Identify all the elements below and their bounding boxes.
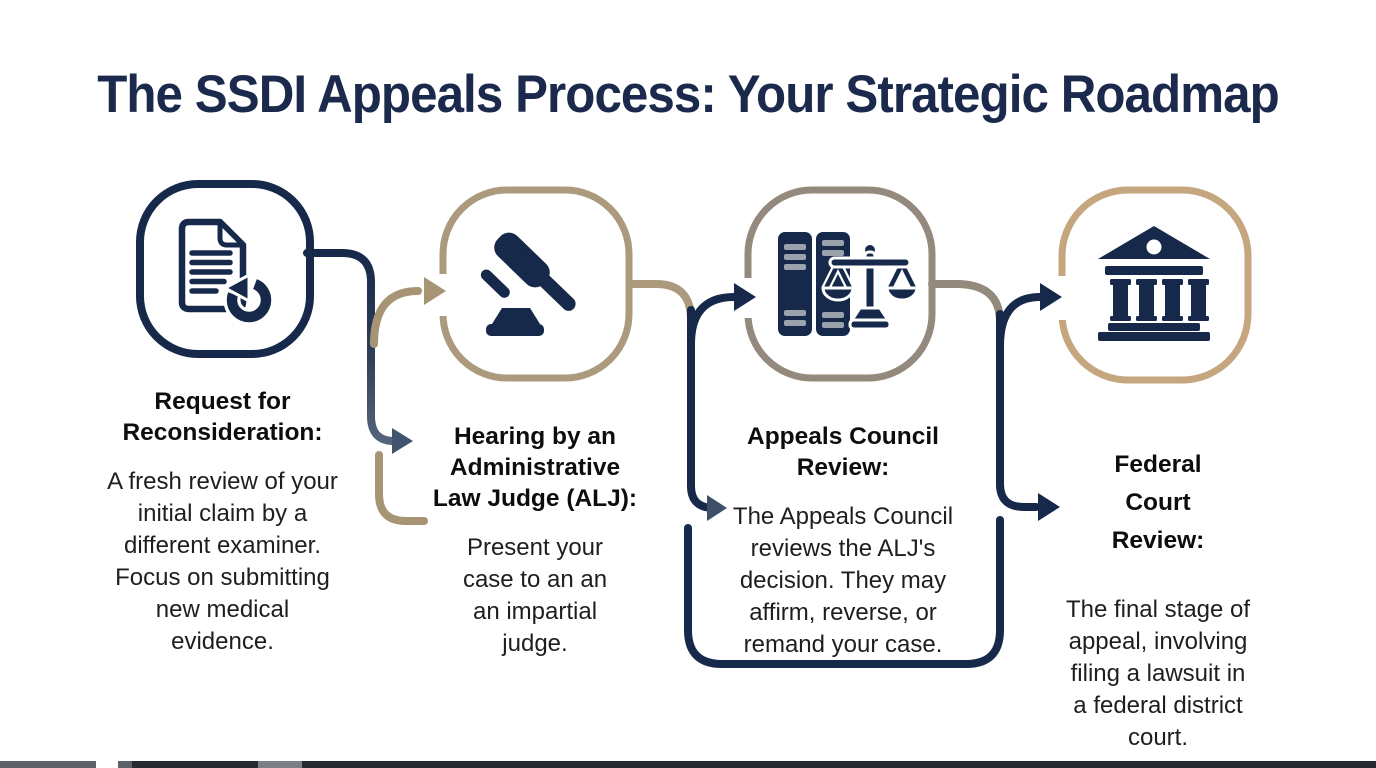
stage-2-card: Hearing by an Administrative Law Judge (… — [405, 403, 665, 678]
stage-3-card: Appeals Council Review: The Appeals Coun… — [700, 403, 986, 679]
connector-line — [375, 451, 428, 525]
stage-4-description: The final stage of appeal, involving fil… — [1065, 596, 1251, 751]
connector-stage3-to-stage4 — [928, 280, 1062, 521]
bottom-border-strip — [0, 761, 1376, 768]
connector-line — [626, 280, 695, 324]
stage-1-card: Request for Reconsideration: A fresh rev… — [85, 368, 360, 676]
arrowhead-to-stage4-text — [1038, 493, 1060, 521]
stage-1-ring — [136, 180, 314, 358]
law-books-and-scales-icon — [778, 232, 919, 336]
connector-line — [996, 293, 1044, 350]
connector-stage1-to-stage2 — [303, 249, 446, 525]
stage-3-description: The Appeals Council reviews the ALJ's de… — [732, 503, 954, 658]
courthouse-columns — [1110, 279, 1209, 321]
stage-1-title: Request for Reconsideration: — [122, 388, 323, 446]
stage-2-description: Present your case to an an an impartial … — [462, 534, 608, 657]
arrowhead-into-stage2-icon — [424, 277, 446, 305]
stage-4-card: Federal Court Review: The final stage of… — [1028, 428, 1288, 768]
stage-4-title: Federal Court Review: — [1111, 451, 1205, 554]
ring-gap — [1055, 276, 1071, 320]
connector-stage2-to-stage3 — [626, 280, 1004, 668]
connector-line — [928, 280, 1004, 326]
courthouse-icon — [1098, 226, 1210, 341]
connector-loop-under-stage3 — [684, 516, 1004, 668]
connector-line — [687, 293, 738, 348]
ring-gap — [436, 274, 452, 316]
connector-line — [303, 249, 398, 445]
arrowhead-into-stage3-icon — [734, 283, 756, 311]
document-text-lines — [189, 250, 233, 294]
stage-2-title: Hearing by an Administrative Law Judge (… — [432, 423, 638, 512]
scales-of-justice — [821, 242, 919, 331]
arrowhead-to-stage3-text — [707, 495, 727, 521]
page-title: The SSDI Appeals Process: Your Strategic… — [97, 65, 1280, 124]
document-return-icon — [178, 218, 275, 326]
stage-3-title: Appeals Council Review: — [747, 423, 939, 481]
stage-1-description: A fresh review of your initial claim by … — [107, 468, 338, 655]
gavel-icon — [480, 232, 576, 336]
connector-line — [370, 287, 422, 348]
connector-line — [996, 310, 1040, 511]
arrowhead-to-stage2-text — [392, 428, 413, 454]
arrowhead-into-stage4-icon — [1040, 283, 1062, 311]
